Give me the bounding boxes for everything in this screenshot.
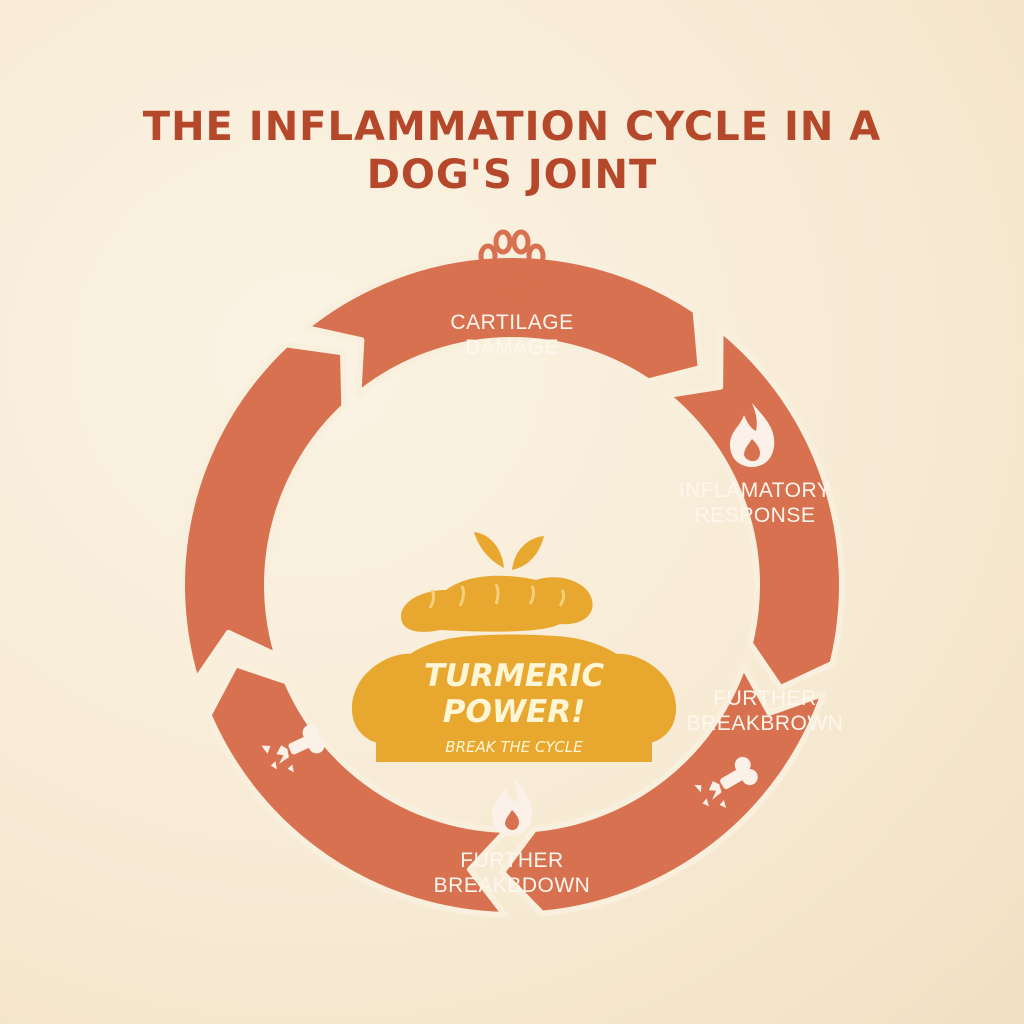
title-line-2: DOG'S JOINT <box>366 152 658 198</box>
stage-label-further-breakbdown: FURTHER BREAKBDOWN <box>412 848 612 898</box>
stage-label-line: FURTHER <box>713 687 817 710</box>
broken-bone-icon <box>694 756 758 809</box>
turmeric-tagline: BREAK THE CYCLE <box>445 738 583 756</box>
turmeric-headline: TURMERIC POWER! <box>380 658 648 730</box>
stage-label-inflamatory-response: INFLAMATORY RESPONSE <box>660 478 850 528</box>
title-line-1: THE INFLAMMATION CYCLE IN A <box>142 104 882 150</box>
cycle-segment <box>179 341 348 684</box>
cycle-segment <box>205 661 510 918</box>
broken-bone-icon <box>261 724 325 773</box>
stage-label-line: BREAKBROWN <box>686 712 844 735</box>
turmeric-headline-line: POWER! <box>442 694 586 730</box>
flame-icon <box>730 403 775 467</box>
cycle-segment <box>663 326 845 692</box>
cycle-ring <box>179 252 845 918</box>
stage-label-line: BREAKBDOWN <box>433 874 591 897</box>
stage-label-line: DAMAGE <box>464 336 559 359</box>
stage-label-line: RESPONSE <box>694 504 816 527</box>
stage-label-cartilage-damage: CARTILAGE DAMAGE <box>412 310 612 360</box>
cycle-segment <box>302 252 704 398</box>
turmeric-headline-line: TURMERIC <box>423 658 605 694</box>
stage-label-line: FURTHER <box>460 849 564 872</box>
paw-icon <box>478 229 546 300</box>
flame-icon <box>492 776 533 836</box>
cycle-segment <box>498 662 827 917</box>
stage-label-line: INFLAMATORY <box>678 479 832 502</box>
stage-label-further-breakbrown: FURTHER BREAKBROWN <box>680 686 850 736</box>
stage-label-line: CARTILAGE <box>450 311 574 334</box>
turmeric-root-icon <box>351 532 677 762</box>
